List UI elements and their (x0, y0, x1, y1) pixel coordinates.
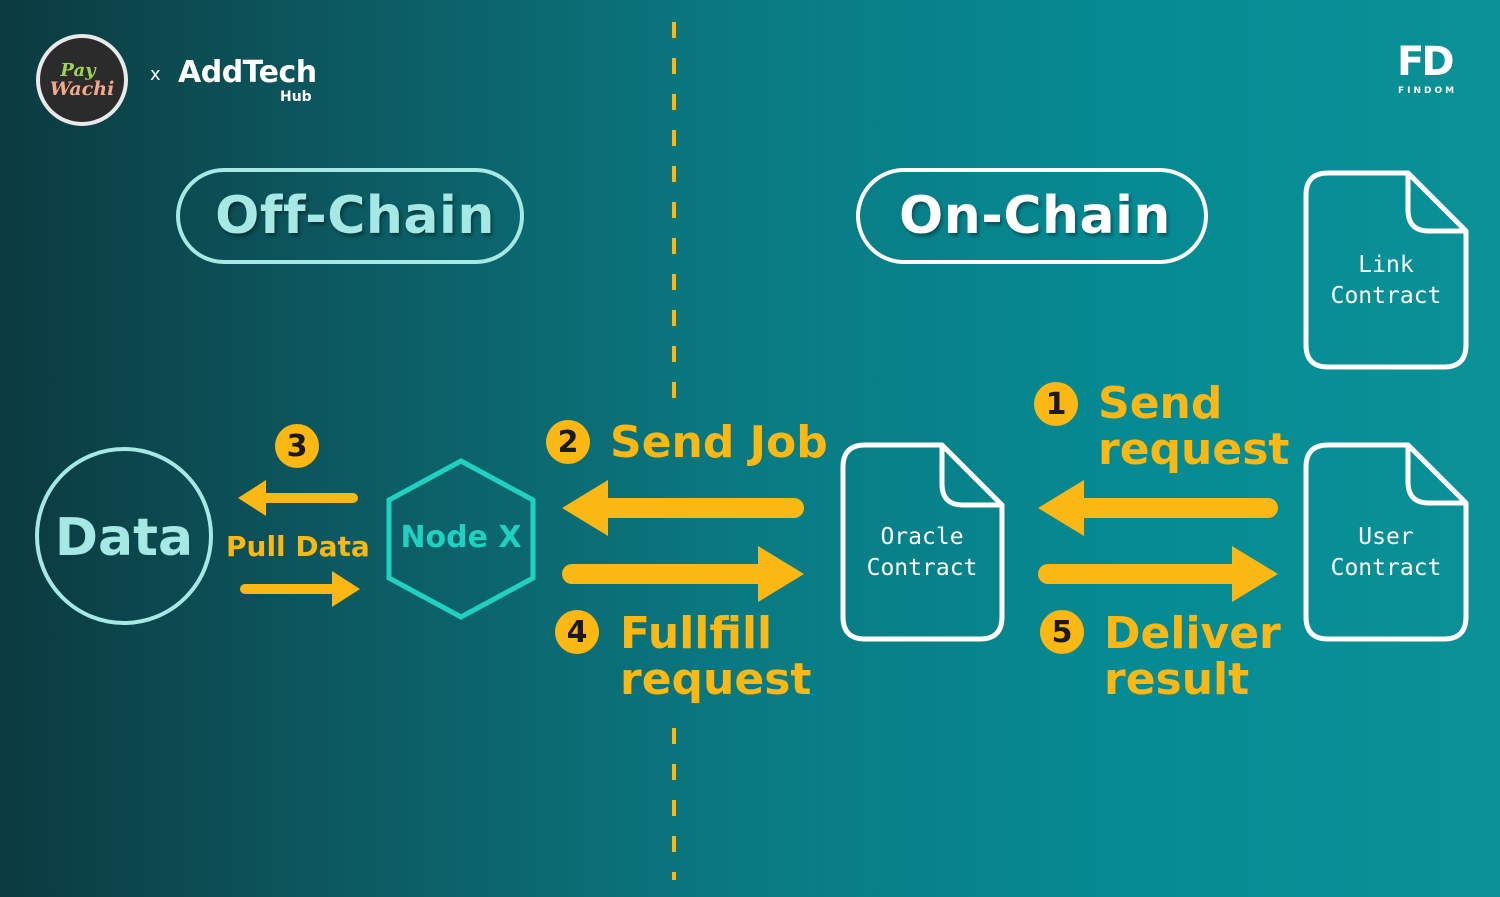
deliver-label-line1: Deliver (1104, 608, 1281, 659)
pull-data-label: Pull Data (226, 530, 370, 563)
paywachi-logo-line1: Pay (60, 60, 96, 82)
step-2-badge: 2 (546, 420, 590, 464)
pull-data-arrow-left (238, 480, 358, 516)
step-4-badge: 4 (555, 610, 599, 654)
oracle-contract-line1: Oracle (880, 524, 964, 550)
send-job-label: Send Job (610, 417, 828, 468)
deliver-label-line2: result (1104, 654, 1250, 705)
step-1-badge: 1 (1034, 382, 1078, 426)
paywachi-logo-line2: Wachi (49, 77, 115, 100)
pull-data-arrow-right (240, 571, 360, 607)
off-chain-title: Off-Chain (215, 186, 495, 246)
user-contract-line1: User (1358, 524, 1414, 550)
link-contract-line2: Contract (1330, 283, 1442, 309)
fulfill-request-arrow (562, 546, 804, 602)
findom-logo-mark: FD (1397, 39, 1455, 85)
findom-logo-text: FINDOM (1398, 86, 1458, 96)
user-contract-label: User Contract (1306, 522, 1466, 584)
on-chain-pill (856, 168, 1208, 264)
node-x-label: Node X (400, 520, 522, 555)
data-label: Data (54, 508, 194, 568)
send-request-arrow (1038, 480, 1278, 536)
link-contract-doc (1303, 170, 1469, 370)
link-contract-line1: Link (1358, 252, 1414, 278)
data-circle (35, 447, 213, 625)
oracle-contract-line2: Contract (866, 555, 978, 581)
send-job-arrow (562, 480, 804, 536)
on-chain-title: On-Chain (899, 186, 1171, 246)
off-chain-pill (176, 168, 524, 264)
send-request-label-line1: Send (1098, 378, 1223, 429)
link-contract-label: Link Contract (1306, 250, 1466, 312)
node-x-hexagon (386, 458, 536, 620)
addtech-hub-label: Hub (280, 89, 312, 105)
oracle-contract-doc (840, 442, 1005, 642)
step-3-badge: 3 (275, 424, 319, 468)
deliver-result-arrow (1038, 546, 1278, 602)
user-contract-doc (1303, 442, 1469, 642)
oracle-contract-label: Oracle Contract (842, 522, 1002, 584)
step-5-badge: 5 (1040, 610, 1084, 654)
user-contract-line2: Contract (1330, 555, 1442, 581)
fullfill-label-line2: request (620, 654, 812, 705)
fullfill-label-line1: Fullfill (620, 608, 773, 659)
brand-separator: x (150, 64, 161, 85)
addtech-logo: AddTech (178, 55, 317, 90)
paywachi-logo: Pay Wachi (36, 34, 128, 126)
send-request-label-line2: request (1098, 424, 1290, 475)
